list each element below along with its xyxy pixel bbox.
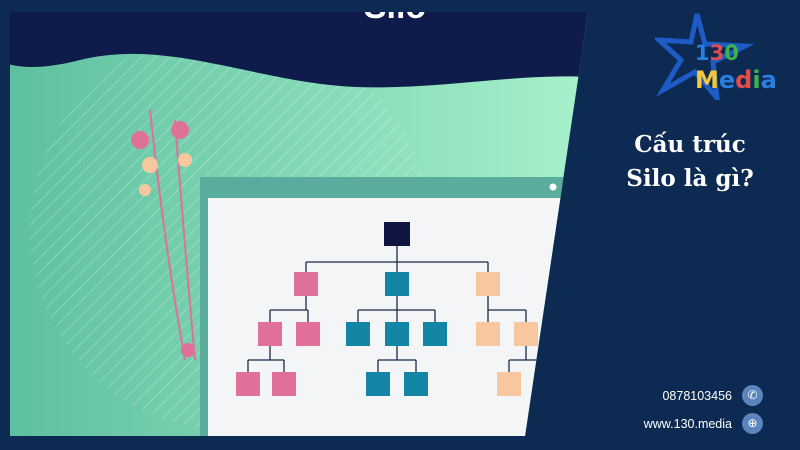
browser-window <box>200 177 570 436</box>
logo-letter: e <box>718 66 736 94</box>
website-link[interactable]: www.130.media <box>643 417 732 431</box>
node <box>366 372 390 396</box>
heading-partial: Silo <box>364 0 426 26</box>
node <box>258 322 282 346</box>
node <box>404 372 428 396</box>
node <box>272 372 296 396</box>
node <box>385 322 409 346</box>
node <box>294 272 318 296</box>
root-node <box>384 222 410 246</box>
logo-letter: d <box>735 66 753 94</box>
title-line-1: Cấu trúc <box>634 131 746 158</box>
logo-letter: a <box>760 66 777 94</box>
page-title: Cấu trúc Silo là gì? <box>590 128 790 196</box>
logo-letter: M <box>695 66 719 94</box>
node <box>385 272 409 296</box>
logo-letter: 3 <box>709 41 725 65</box>
hierarchy-nodes <box>236 222 538 396</box>
logo-number: 130 <box>695 40 777 66</box>
phone-number: 0878103456 <box>662 389 732 403</box>
logo: 130 Media <box>695 40 777 94</box>
node <box>346 322 370 346</box>
logo-word: Media <box>695 66 777 94</box>
node <box>476 272 500 296</box>
title-line-2: Silo là gì? <box>626 165 754 192</box>
node <box>476 322 500 346</box>
node <box>423 322 447 346</box>
phone-icon: ✆ <box>742 385 763 406</box>
logo-letter: 1 <box>695 41 710 65</box>
globe-icon: ⊕ <box>742 413 763 434</box>
node <box>514 322 538 346</box>
star-logo-icon <box>655 13 755 100</box>
node <box>296 322 320 346</box>
logo-letter: 0 <box>724 41 739 65</box>
flower-decoration <box>131 109 196 361</box>
node <box>236 372 260 396</box>
logo-letter: i <box>752 66 761 94</box>
node <box>497 372 521 396</box>
